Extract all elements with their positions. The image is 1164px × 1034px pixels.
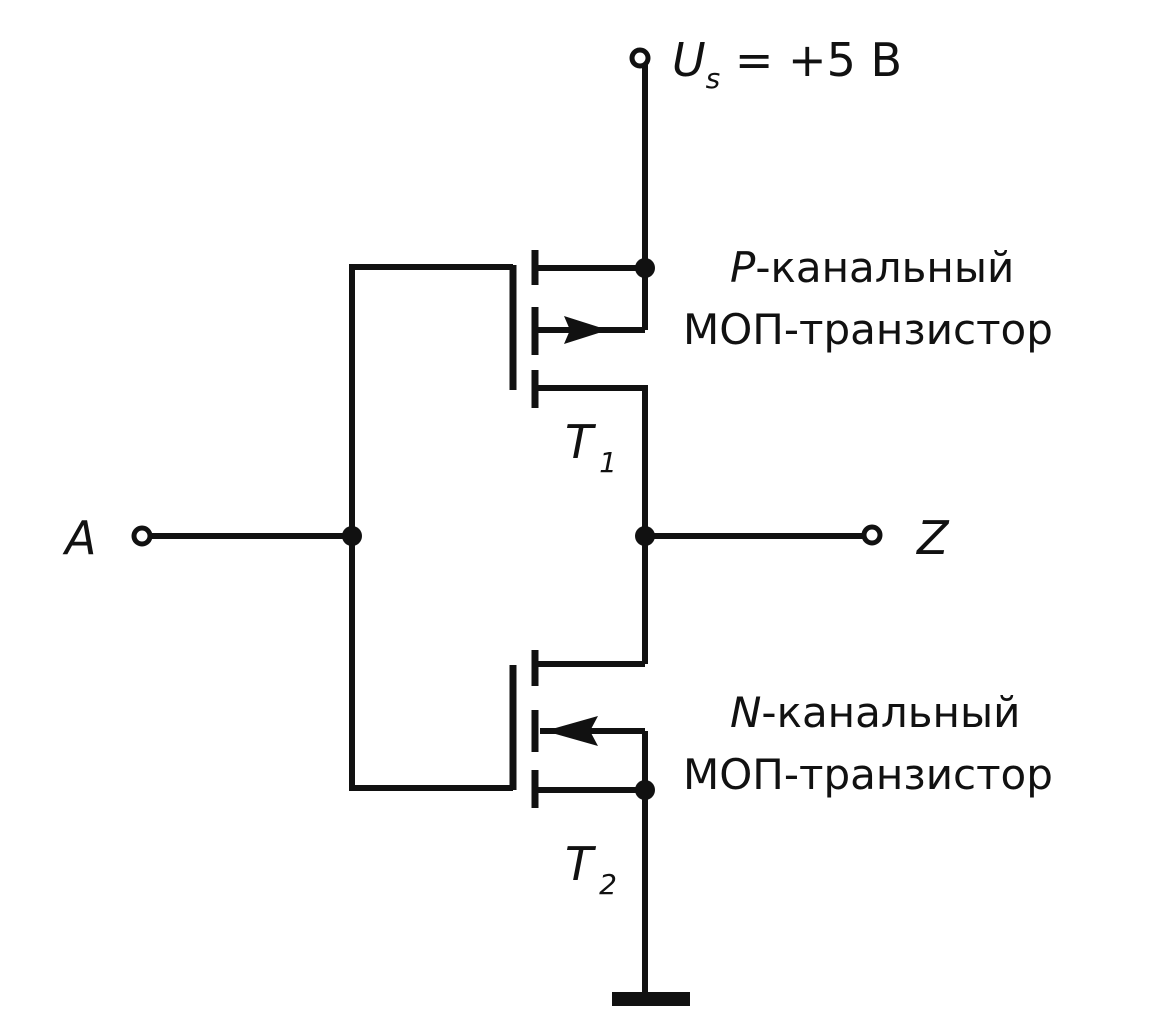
input-label: A bbox=[62, 511, 96, 565]
output-terminal[interactable] bbox=[861, 524, 883, 546]
t2-type-label: N-канальный bbox=[730, 688, 1020, 737]
t1-type-label: P-канальный bbox=[730, 243, 1014, 292]
t1-source-node bbox=[635, 258, 655, 278]
t2-body-arrow bbox=[545, 716, 598, 746]
output-label: Z bbox=[915, 511, 950, 565]
gate-bus-wire bbox=[349, 264, 513, 791]
input-terminal[interactable] bbox=[131, 525, 153, 547]
gate-node bbox=[342, 526, 362, 546]
t1-drain-wire bbox=[535, 385, 648, 535]
t1-mos-label: МОП-транзистор bbox=[683, 305, 1053, 354]
supply-terminal[interactable] bbox=[629, 47, 651, 69]
supply-subscript: s bbox=[706, 62, 721, 95]
supply-label: Us = +5 В bbox=[672, 33, 902, 95]
t1-body-arrow bbox=[564, 316, 608, 344]
supply-symbol: U bbox=[672, 33, 706, 87]
t2-mos-label: МОП-транзистор bbox=[683, 750, 1053, 799]
supply-value: = +5 В bbox=[720, 33, 902, 87]
